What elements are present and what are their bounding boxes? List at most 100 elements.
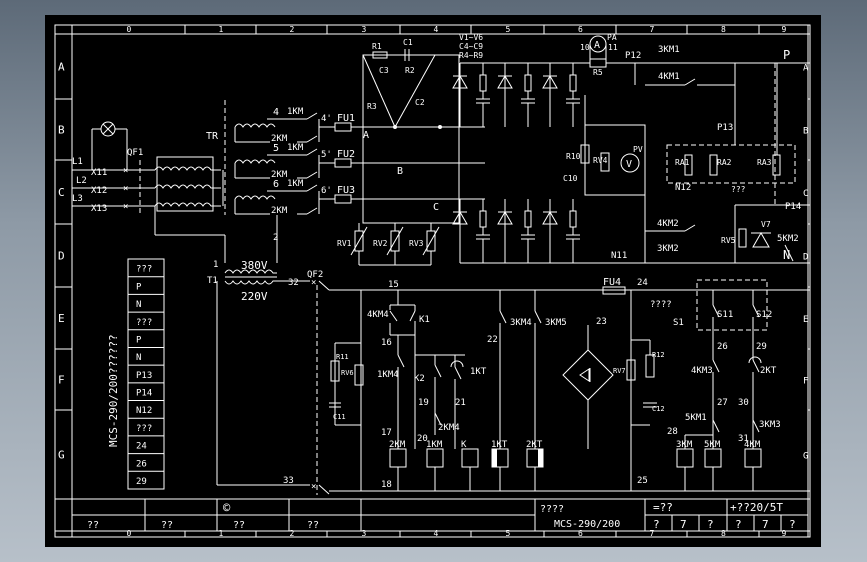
terminal-block-item: P13: [136, 371, 152, 381]
scale-mark-3: ?: [707, 518, 714, 531]
shunt-rating-10: 10: [580, 43, 590, 52]
label-r3: R3: [367, 102, 377, 111]
resistor-r1: [372, 51, 388, 59]
transformer-tr-label: TR: [206, 131, 219, 142]
row-label: E: [58, 312, 65, 325]
label-r1: R1: [372, 42, 382, 51]
wire-26: 26: [717, 342, 728, 352]
row-label: G: [58, 449, 65, 462]
wire-25: 25: [637, 476, 648, 486]
phase-label-l3: L3: [72, 194, 83, 204]
tr-secondary-winding-3: [234, 195, 276, 200]
t1-secondary-voltage: 220V: [241, 290, 268, 303]
column-label: 7: [650, 529, 655, 538]
row-label: G: [803, 452, 808, 462]
wire-31: 31: [738, 434, 749, 444]
varistor-rv7: [626, 359, 636, 381]
t1-secondary-winding: [224, 280, 277, 285]
fuse-fu2-label: FU2: [337, 149, 355, 160]
column-label: 2: [290, 529, 295, 538]
drawing-model: MCS-290/200: [554, 519, 620, 530]
terminal-n-label: N: [783, 248, 790, 262]
column-label: 8: [721, 529, 726, 538]
tr-secondary-winding-1: [234, 123, 276, 128]
contact-1km-c: 1KM: [287, 179, 304, 189]
label-ra1: RA1: [675, 158, 690, 167]
coil-label: 2KT: [526, 440, 543, 450]
row-dividers: [55, 33, 810, 532]
coil-label: 1KT: [491, 440, 508, 450]
wire-16: 16: [381, 338, 392, 348]
thyristor-icon: [452, 211, 468, 225]
column-label: 0: [127, 25, 132, 34]
column-label: 6: [578, 529, 583, 538]
wire-29: 29: [756, 342, 767, 352]
coil-3km: [676, 448, 694, 468]
varistor-rv5: [738, 228, 747, 248]
column-label: 3: [362, 25, 367, 34]
terminal-block-item: 26: [136, 459, 147, 469]
title-cell-4: ??: [307, 520, 319, 531]
contact-k2: K2: [414, 374, 425, 384]
svg-text:A: A: [594, 40, 600, 51]
terminal-block-item: P: [136, 335, 142, 345]
node-a-label: A: [363, 130, 369, 141]
column-label: 2: [290, 25, 295, 34]
label-rv6: RV6: [341, 369, 354, 377]
label-c12: C12: [652, 405, 665, 413]
tr-primary-winding-1: [154, 166, 221, 171]
svg-text:×: ×: [123, 184, 128, 194]
tap-5-prime-label: 5': [321, 150, 332, 160]
column-label: 0: [127, 529, 132, 538]
label-r10: R10: [566, 152, 581, 161]
column-label: 9: [782, 529, 787, 538]
column-label: 9: [782, 25, 787, 34]
label-ra2: RA2: [717, 158, 732, 167]
terminal-x13: X13: [91, 204, 107, 214]
snubber-resistor: [479, 210, 487, 228]
contact-5km2: 5KM2: [777, 234, 799, 244]
wire-33: 33: [283, 476, 294, 486]
sheet-label: +??20/5T: [730, 501, 783, 514]
row-label: B: [58, 124, 65, 137]
tap-6-prime-label: 6': [321, 186, 332, 196]
breaker-qf2-label: QF2: [307, 270, 323, 280]
fuse-fu1-label: FU1: [337, 113, 355, 124]
thyristor-icon: [542, 211, 558, 225]
wire-22: 22: [487, 335, 498, 345]
terminal-block-item: ???: [136, 265, 152, 275]
wire-17: 17: [381, 428, 392, 438]
snubber-resistor: [524, 74, 532, 92]
wire-15: 15: [388, 280, 399, 290]
t1-primary-winding: [224, 269, 277, 274]
resistor-r10: [580, 144, 590, 164]
label-c3: C3: [379, 66, 389, 75]
wire-20: 20: [417, 434, 428, 444]
row-label: D: [58, 250, 65, 263]
wire-32: 32: [288, 278, 299, 288]
label-rv3: RV3: [409, 239, 424, 248]
incoming-supply: L1 L2 L3 X11 X12 X13 QF1 × × × TR: [72, 100, 276, 215]
scale-mark-2: 7: [680, 518, 687, 531]
terminal-x11: X11: [91, 168, 107, 178]
snubber-resistor: [524, 210, 532, 228]
fuse-fu4: [602, 286, 626, 295]
contact-3km3: 3KM3: [759, 420, 781, 430]
title-cell-2: ??: [161, 520, 173, 531]
coil-label: 2KM: [389, 440, 406, 450]
thyristor-icon: [497, 211, 513, 225]
label-r2: R2: [405, 66, 415, 75]
contact-2km4: 2KM4: [438, 423, 460, 433]
tr-primary-winding-2: [154, 184, 221, 189]
contact-2km-a: 2KM: [271, 134, 288, 144]
label-rv5: RV5: [721, 236, 736, 245]
note-c4-c9: C4~C9: [459, 42, 483, 51]
contact-2kt: 2KT: [760, 366, 777, 376]
terminal-block-item: 24: [136, 442, 147, 452]
wire-27: 27: [717, 398, 728, 408]
resistor-ra2: [709, 154, 718, 176]
